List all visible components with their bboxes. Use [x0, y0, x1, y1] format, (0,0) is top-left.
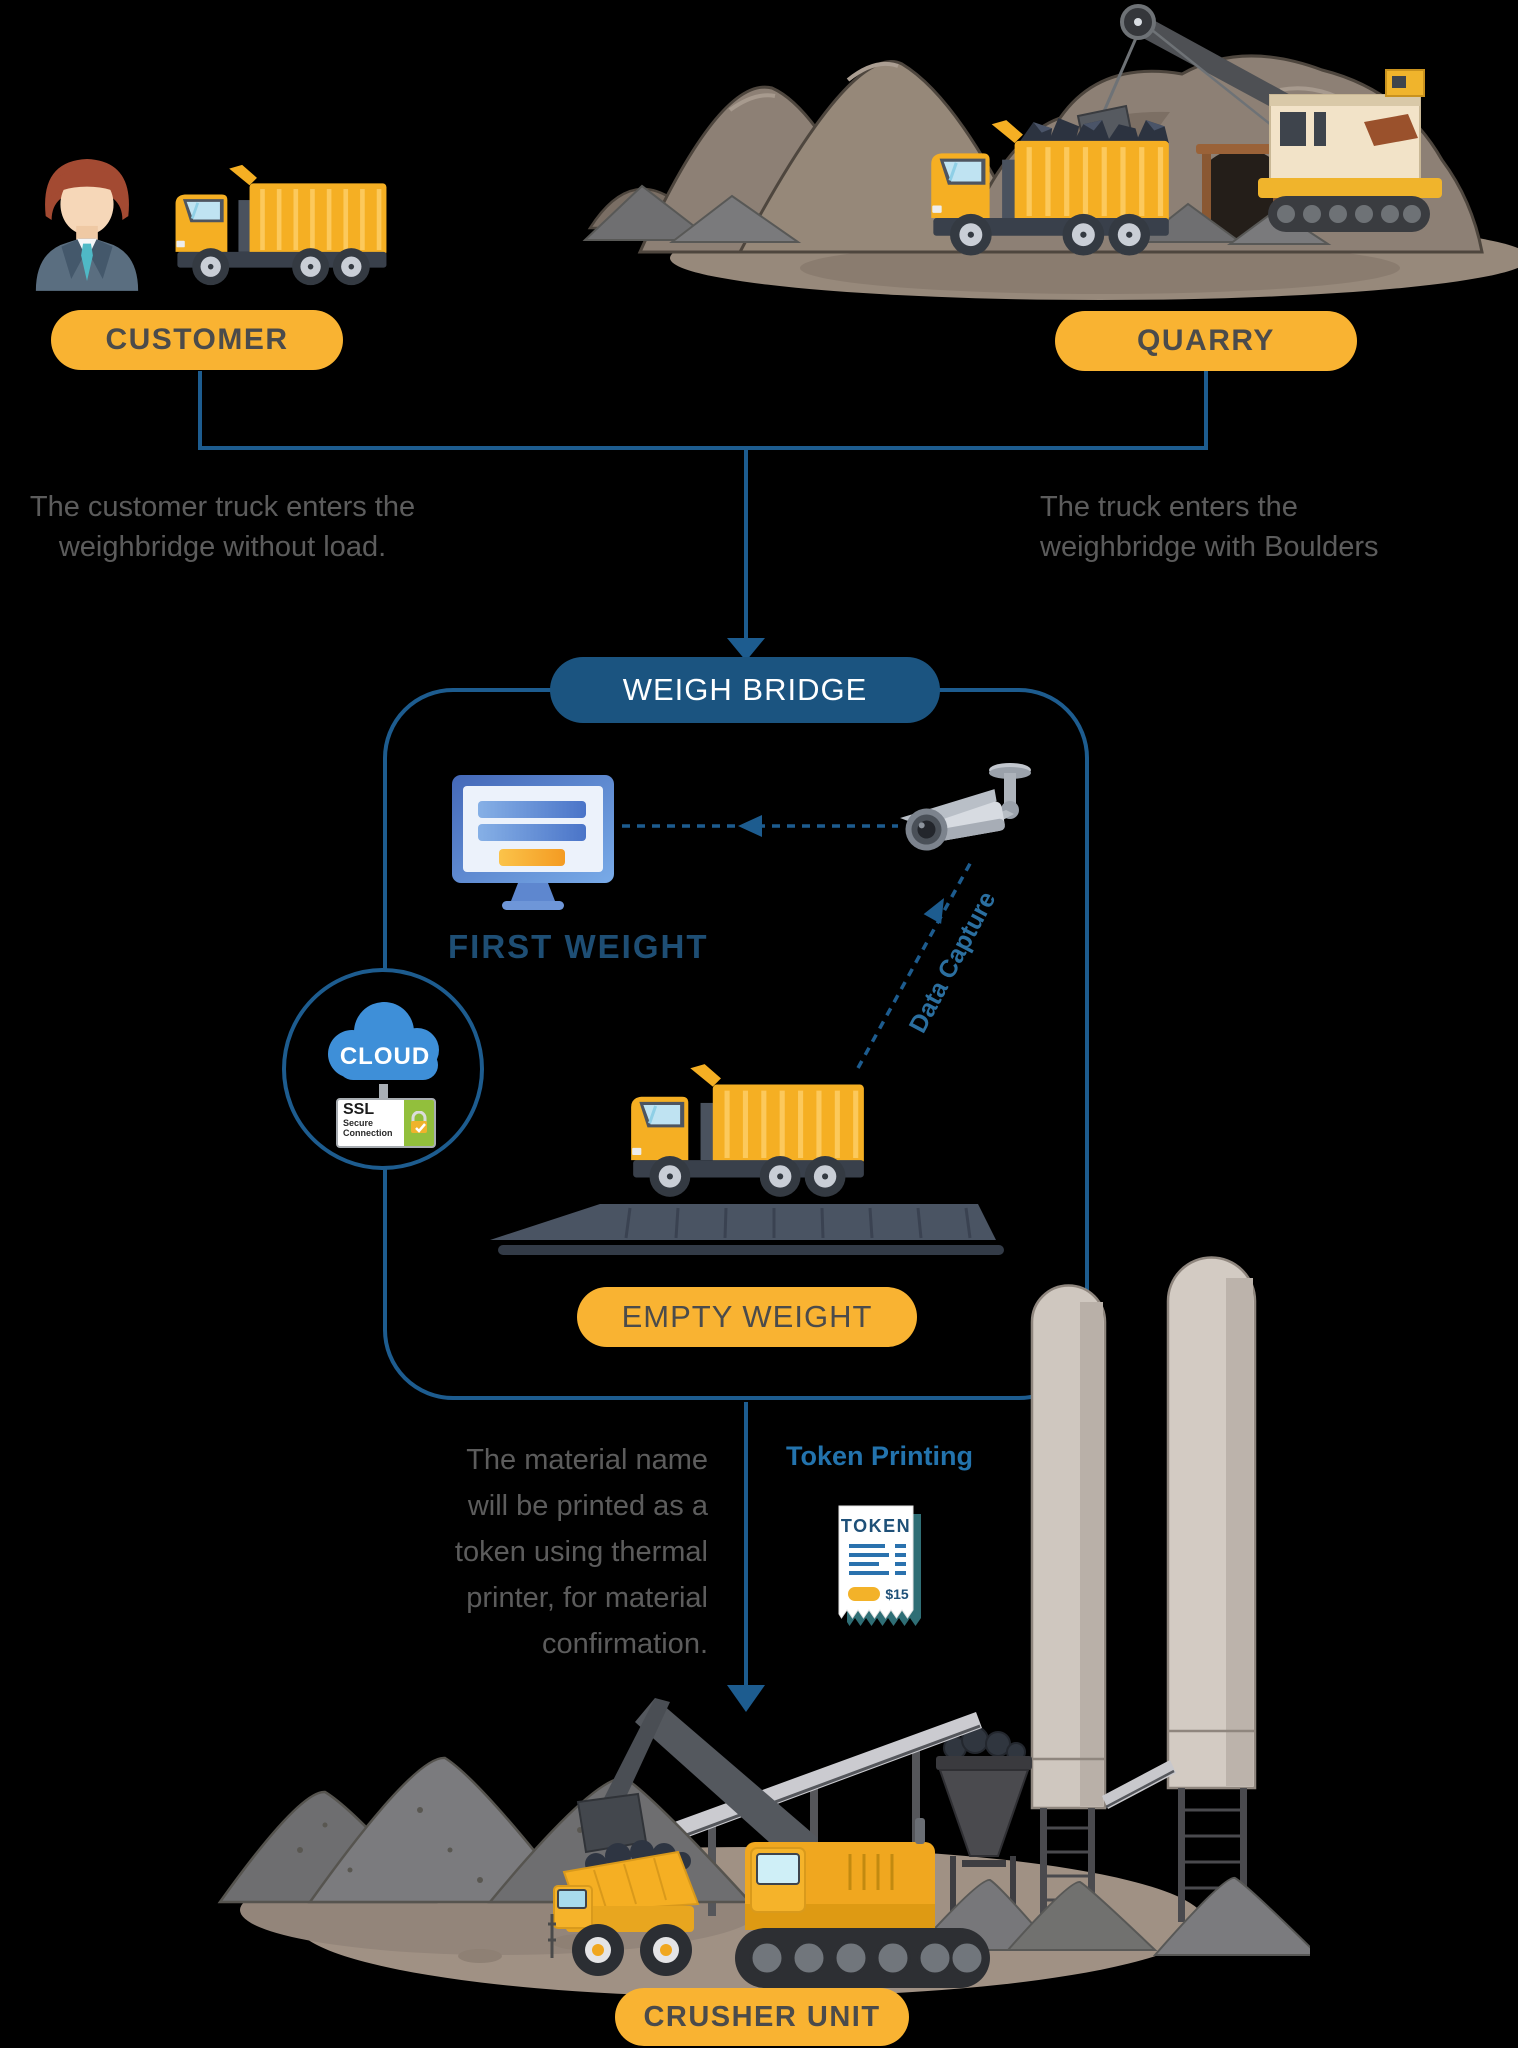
empty-weight-pill: EMPTY WEIGHT	[577, 1287, 917, 1347]
cloud-icon: CLOUD	[328, 1002, 439, 1080]
crusher-unit-pill: CRUSHER UNIT	[615, 1988, 909, 2046]
ssl-badge-icon: SSL Secure Connection	[336, 1098, 436, 1148]
cloud-stem	[379, 1084, 388, 1098]
quarry-label-pill: QUARRY	[1055, 311, 1357, 371]
quarry-description: The truck enters the weighbridge with Bo…	[1040, 491, 1379, 563]
customer-truck-icon	[170, 163, 392, 288]
crusher-unit-label: CRUSHER UNIT	[643, 2000, 881, 2033]
token-receipt-icon: TOKEN $15	[838, 1505, 921, 1626]
cloud-node: CLOUD SSL Secure Connection	[282, 968, 484, 1170]
silo-icon	[1030, 1256, 1257, 1928]
token-receipt-title: TOKEN	[841, 1516, 911, 1536]
customer-label: CUSTOMER	[105, 323, 289, 356]
customer-avatar-icon	[35, 159, 139, 291]
quarry-excavator-icon	[1076, 4, 1442, 232]
quarry-scene	[582, 4, 1518, 300]
crusher-excavator-icon	[576, 1698, 990, 1988]
cloud-label: CLOUD	[340, 1043, 430, 1070]
customer-description: The customer truck enters the weighbridg…	[29, 491, 416, 563]
hopper-icon	[912, 1726, 1058, 1951]
token-receipt-amount: $15	[885, 1586, 909, 1602]
token-printing-label: Token Printing	[786, 1441, 973, 1471]
dashed-truck-camera	[856, 859, 974, 1069]
quarry-label: QUARRY	[1137, 324, 1275, 357]
material-note: The material name will be printed as a t…	[454, 1444, 708, 1660]
first-weight-label: FIRST WEIGHT	[448, 928, 709, 965]
cctv-camera-icon	[900, 763, 1031, 851]
padlock-icon	[411, 1111, 427, 1133]
ssl-badge-line3: Connection	[343, 1128, 393, 1138]
weighbridge-label-pill: WEIGH BRIDGE	[550, 657, 940, 723]
arrowhead-crusher	[727, 1685, 765, 1712]
arrowhead-weighbridge	[727, 638, 765, 661]
monitor-icon	[452, 775, 614, 910]
crusher-unit-scene	[217, 1256, 1310, 1997]
weighbridge-platform	[490, 1204, 1004, 1255]
empty-weight-label: EMPTY WEIGHT	[621, 1299, 873, 1334]
customer-label-pill: CUSTOMER	[51, 310, 343, 370]
weighbridge-label: WEIGH BRIDGE	[622, 672, 868, 707]
ssl-badge-line2: Secure	[343, 1118, 374, 1128]
mining-truck-icon	[548, 1840, 700, 1976]
ssl-badge-title: SSL	[343, 1101, 375, 1118]
weighbridge-truck-icon	[625, 1062, 870, 1200]
